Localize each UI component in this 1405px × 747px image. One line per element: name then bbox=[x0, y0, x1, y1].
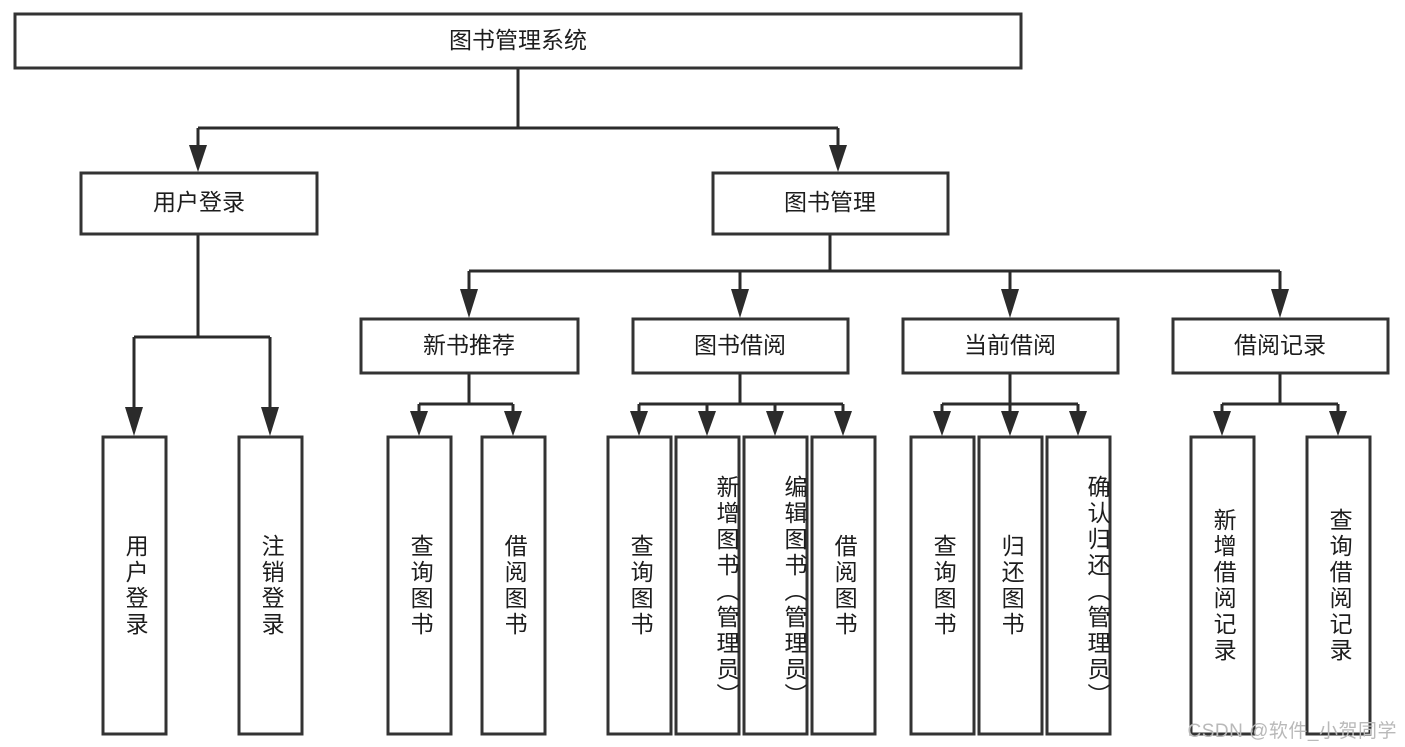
leaf-box-nbr-borrow-book[interactable] bbox=[480, 435, 547, 736]
node-current-borrow-label: 当前借阅 bbox=[964, 332, 1056, 358]
leaf-box-bb-query-book[interactable] bbox=[606, 435, 673, 736]
leaf-box-bb-borrow-book[interactable] bbox=[810, 435, 877, 736]
leaf-boxes bbox=[101, 435, 1372, 736]
connector-bookmgmt-to-level3 bbox=[460, 235, 1289, 318]
node-new-book-recommend[interactable]: 新书推荐 bbox=[359, 317, 580, 375]
node-current-borrow[interactable]: 当前借阅 bbox=[901, 317, 1120, 375]
leaf-box-cb-return-book[interactable] bbox=[977, 435, 1044, 736]
connector-currentborrow-to-leaves bbox=[933, 374, 1087, 436]
csdn-watermark: CSDN @软件_小贺同学 bbox=[1187, 721, 1397, 742]
node-new-book-recommend-label: 新书推荐 bbox=[423, 332, 515, 358]
connector-bookborrow-to-leaves bbox=[630, 374, 852, 436]
leaf-box-br-add-record[interactable] bbox=[1189, 435, 1256, 736]
connector-userlogin-to-leaves bbox=[125, 235, 279, 436]
node-user-login-label: 用户登录 bbox=[153, 189, 245, 215]
node-user-login[interactable]: 用户登录 bbox=[79, 171, 319, 236]
connector-root-to-level2 bbox=[189, 69, 847, 172]
leaf-box-bb-edit-book[interactable] bbox=[742, 435, 809, 736]
node-book-management[interactable]: 图书管理 bbox=[711, 171, 950, 236]
connector-borrowrecord-to-leaves bbox=[1213, 374, 1347, 436]
node-book-management-label: 图书管理 bbox=[784, 189, 876, 215]
connector-newbook-to-leaves bbox=[410, 374, 522, 436]
node-root-label: 图书管理系统 bbox=[449, 27, 587, 53]
leaf-box-br-query-record[interactable] bbox=[1305, 435, 1372, 736]
leaf-box-cb-query-book[interactable] bbox=[909, 435, 976, 736]
node-borrow-record-label: 借阅记录 bbox=[1234, 332, 1326, 358]
node-root-system[interactable]: 图书管理系统 bbox=[13, 12, 1023, 70]
node-borrow-record[interactable]: 借阅记录 bbox=[1171, 317, 1390, 375]
leaf-box-bb-add-book[interactable] bbox=[674, 435, 741, 736]
node-book-borrow-label: 图书借阅 bbox=[694, 332, 786, 358]
leaf-box-logout-login[interactable] bbox=[237, 435, 304, 736]
leaf-box-nbr-query-book[interactable] bbox=[386, 435, 453, 736]
leaf-box-user-login[interactable] bbox=[101, 435, 168, 736]
leaf-box-cb-confirm-return[interactable] bbox=[1045, 435, 1112, 736]
node-book-borrow[interactable]: 图书借阅 bbox=[631, 317, 850, 375]
